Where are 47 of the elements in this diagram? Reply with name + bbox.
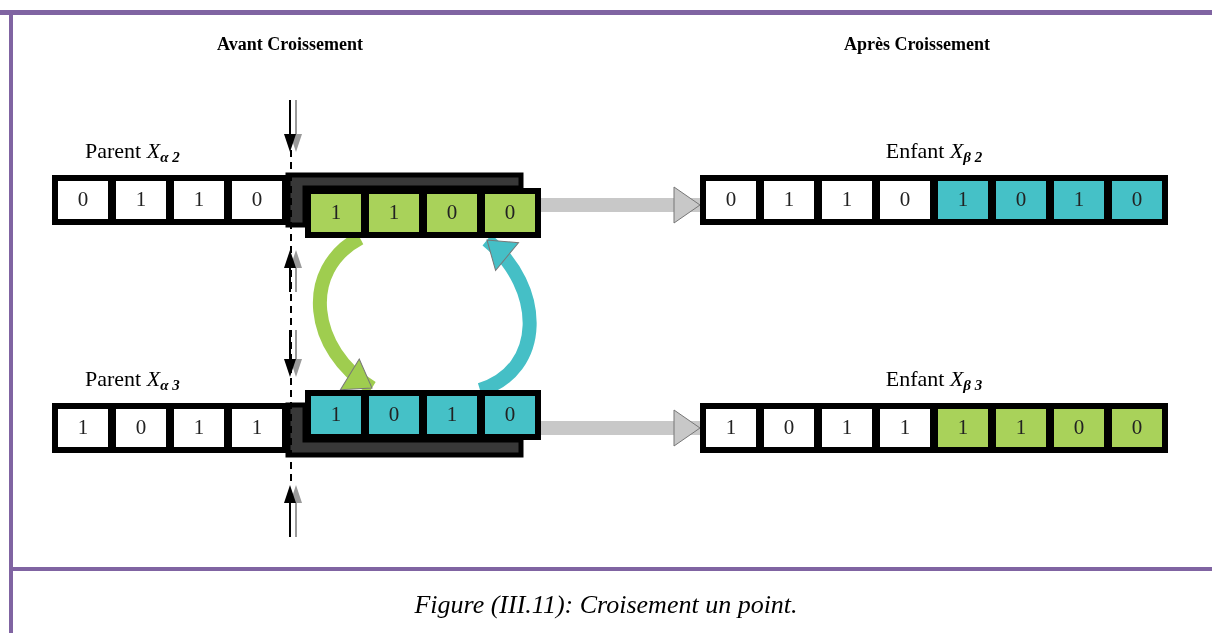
gene-cell: 0 [485, 194, 535, 232]
gene-cell: 0 [996, 181, 1046, 219]
gene-cell: 1 [822, 181, 872, 219]
gene-cell: 0 [485, 396, 535, 434]
gene-segment [305, 188, 541, 238]
gene-cell: 0 [232, 181, 282, 219]
gene-cell: 0 [1054, 409, 1104, 447]
gene-cell: 1 [996, 409, 1046, 447]
chromosome-label: Parent X$_{α 2}$ [85, 138, 180, 164]
gene-cell: 0 [880, 181, 930, 219]
gene-cell: 1 [116, 181, 166, 219]
gene-cell: 0 [1112, 409, 1162, 447]
gene-cell: 1 [880, 409, 930, 447]
block-arrow [541, 186, 701, 224]
column-heading: Avant Croissement [216, 33, 364, 55]
chromosome-bar [700, 403, 1168, 453]
gene-cell: 1 [427, 396, 477, 434]
gene-cell: 1 [311, 396, 361, 434]
gene-cell: 1 [938, 409, 988, 447]
gene-cell: 1 [764, 181, 814, 219]
block-arrow [541, 409, 701, 447]
column-heading: Après Croissement [842, 33, 992, 55]
gene-cell: 0 [427, 194, 477, 232]
chromosome-label: Enfant X$_{β 2}$ [884, 138, 984, 164]
chromosome-bar [52, 403, 288, 453]
gene-cell: 0 [58, 181, 108, 219]
chromosome-label: Enfant X$_{β 3}$ [884, 366, 984, 392]
gene-cell: 1 [369, 194, 419, 232]
gene-cell: 0 [706, 181, 756, 219]
gene-cell: 1 [822, 409, 872, 447]
gene-cell: 0 [764, 409, 814, 447]
chromosome-bar [52, 175, 288, 225]
gene-cell: 1 [174, 409, 224, 447]
gene-cell: 1 [174, 181, 224, 219]
gene-cell: 0 [116, 409, 166, 447]
gene-cell: 1 [232, 409, 282, 447]
chromosome-label: Parent X$_{α 3}$ [85, 366, 180, 392]
chromosome-bar [700, 175, 1168, 225]
gene-cell: 0 [1112, 181, 1162, 219]
gene-cell: 1 [58, 409, 108, 447]
gene-segment [305, 390, 541, 440]
gene-cell: 1 [1054, 181, 1104, 219]
gene-cell: 0 [369, 396, 419, 434]
caption: Figure (III.11): Croisement un point. [413, 589, 799, 621]
gene-cell: 1 [706, 409, 756, 447]
gene-cell: 1 [311, 194, 361, 232]
gene-cell: 1 [938, 181, 988, 219]
